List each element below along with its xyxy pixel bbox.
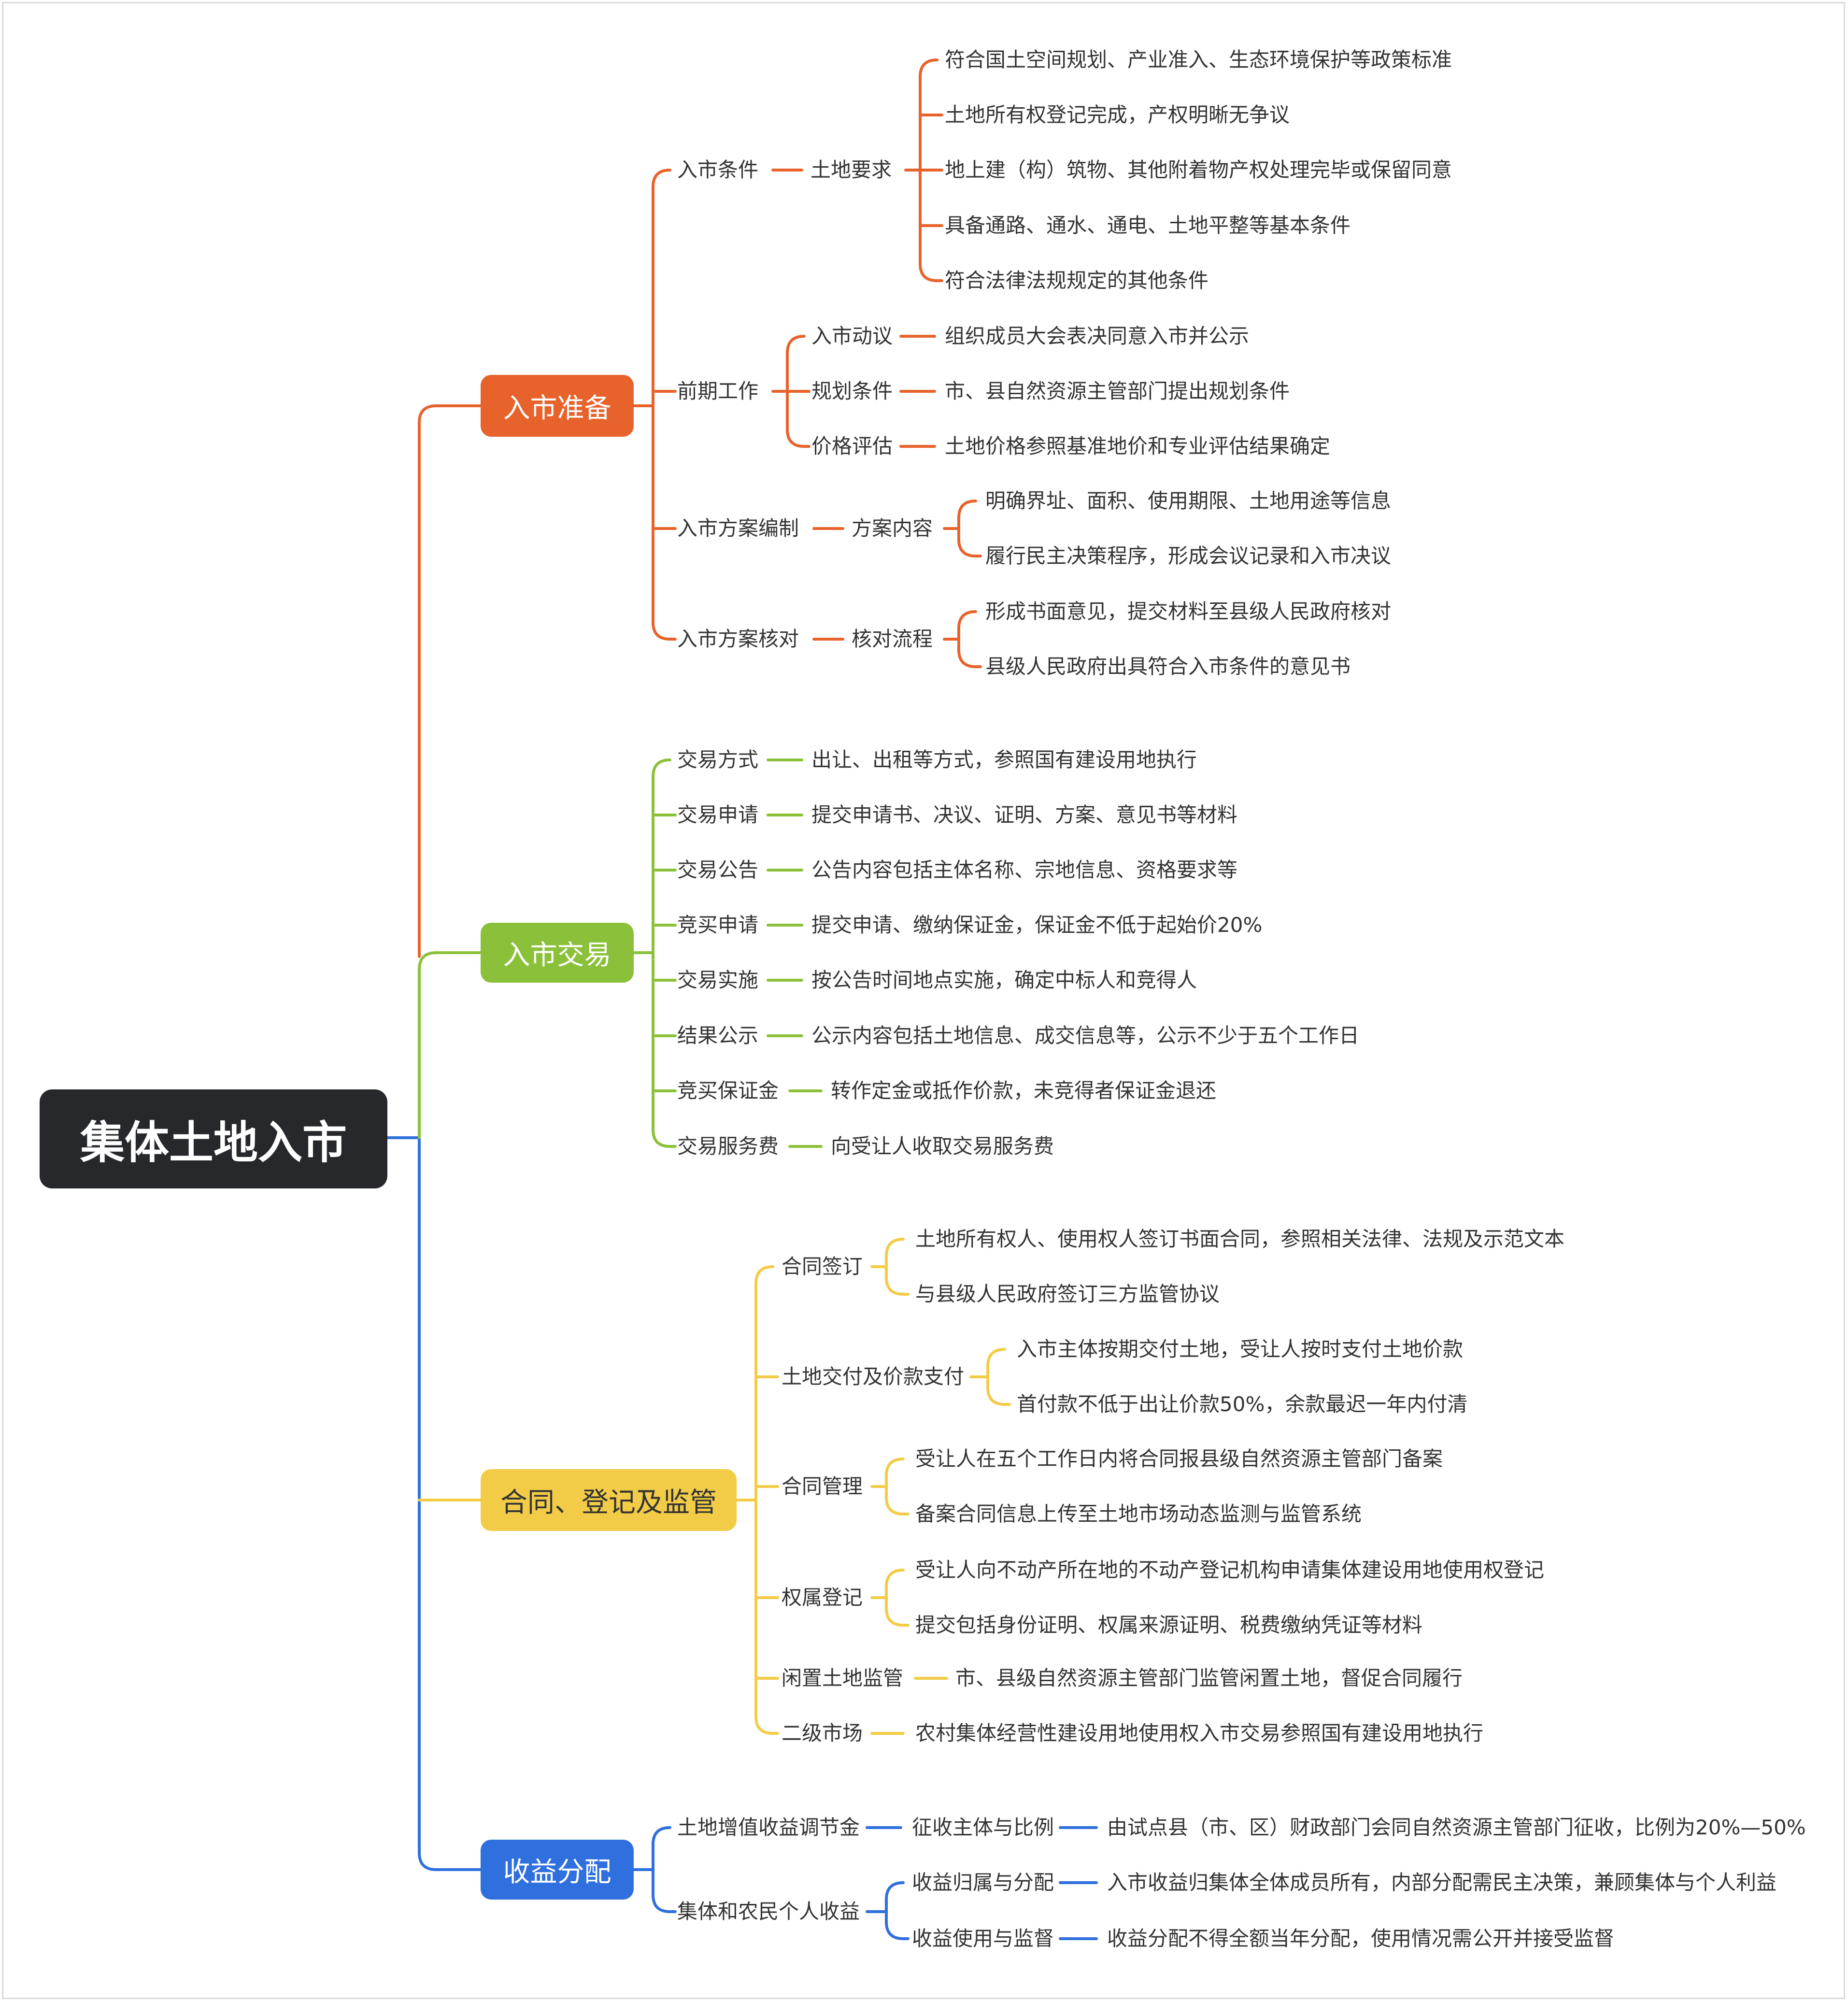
node-contract-signing[interactable]: 合同签订 — [782, 1255, 863, 1278]
leaf-delivery-payment-2[interactable]: 首付款不低于出让价款50%，余款最迟一年内付清 — [1017, 1392, 1468, 1416]
leaf-trade-application[interactable]: 提交申请书、决议、证明、方案、意见书等材料 — [811, 803, 1238, 827]
node-bid-deposit[interactable]: 竞买保证金 — [677, 1079, 779, 1102]
node-income-use-supervision[interactable]: 收益使用与监督 — [912, 1927, 1054, 1950]
leaf-contract-management-1[interactable]: 受让人在五个工作日内将合同报县级自然资源主管部门备案 — [915, 1447, 1443, 1471]
leaf-land-req-3[interactable]: 地上建（构）筑物、其他附着物产权处理完毕或保留同意 — [945, 158, 1452, 182]
node-income-ownership[interactable]: 收益归属与分配 — [912, 1871, 1054, 1894]
node-trade-announcement[interactable]: 交易公告 — [677, 858, 759, 882]
node-land-delivery-payment[interactable]: 土地交付及价款支付 — [782, 1365, 965, 1388]
contract-connectors — [735, 1238, 1011, 1735]
topic-income-distribution[interactable]: 收益分配 — [481, 1840, 634, 1900]
leaf-verification-2[interactable]: 县级人民政府出具符合入市条件的意见书 — [985, 655, 1351, 678]
topic-contract-registration-supervision[interactable]: 合同、登记及监管 — [481, 1469, 737, 1531]
node-plan-verification[interactable]: 入市方案核对 — [677, 627, 799, 651]
node-collection-subject-ratio[interactable]: 征收主体与比例 — [912, 1816, 1054, 1839]
prep-connectors — [632, 58, 982, 668]
node-plan-content[interactable]: 方案内容 — [852, 516, 933, 540]
root-connectors — [386, 1136, 482, 1871]
root-to-trade — [418, 951, 482, 1139]
leaf-delivery-payment-1[interactable]: 入市主体按期交付土地，受让人按时支付土地价款 — [1017, 1337, 1464, 1361]
leaf-secondary-market[interactable]: 农村集体经营性建设用地使用权入市交易参照国有建设用地执行 — [915, 1721, 1484, 1745]
node-entry-motion[interactable]: 入市动议 — [811, 324, 893, 348]
node-collective-farmer-income[interactable]: 集体和农民个人收益 — [677, 1900, 860, 1923]
topic-market-trading[interactable]: 入市交易 — [481, 923, 634, 983]
node-land-requirements[interactable]: 土地要求 — [810, 158, 892, 182]
leaf-plan-content-2[interactable]: 履行民主决策程序，形成会议记录和入市决议 — [985, 544, 1392, 568]
leaf-land-req-4[interactable]: 具备通路、通水、通电、土地平整等基本条件 — [945, 214, 1351, 237]
node-service-fee[interactable]: 交易服务费 — [677, 1134, 779, 1158]
leaf-entry-motion[interactable]: 组织成员大会表决同意入市并公示 — [945, 324, 1250, 348]
node-idle-land-supervision[interactable]: 闲置土地监管 — [782, 1666, 904, 1690]
node-secondary-market[interactable]: 二级市场 — [782, 1721, 863, 1745]
node-planning-conditions[interactable]: 规划条件 — [811, 379, 893, 403]
leaf-land-req-1[interactable]: 符合国土空间规划、产业准入、生态环境保护等政策标准 — [945, 48, 1452, 72]
leaf-plan-content-1[interactable]: 明确界址、面积、使用期限、土地用途等信息 — [985, 489, 1392, 513]
root-to-prep — [418, 404, 482, 958]
leaf-service-fee[interactable]: 向受让人收取交易服务费 — [831, 1134, 1054, 1158]
leaf-collection-subject-ratio[interactable]: 由试点县（市、区）财政部门会同自然资源主管部门征收，比例为20%—50% — [1107, 1816, 1806, 1839]
node-trade-implementation[interactable]: 交易实施 — [677, 968, 759, 992]
topic-market-preparation[interactable]: 入市准备 — [481, 375, 634, 437]
node-price-evaluation[interactable]: 价格评估 — [811, 434, 893, 458]
node-trade-method[interactable]: 交易方式 — [677, 748, 759, 772]
leaf-contract-signing-2[interactable]: 与县级人民政府签订三方监管协议 — [915, 1282, 1220, 1306]
leaf-contract-management-2[interactable]: 备案合同信息上传至土地市场动态监测与监管系统 — [915, 1502, 1362, 1526]
leaf-idle-land-supervision[interactable]: 市、县级自然资源主管部门监管闲置土地，督促合同履行 — [955, 1666, 1463, 1690]
node-contract-management[interactable]: 合同管理 — [782, 1474, 863, 1498]
node-verification-process[interactable]: 核对流程 — [852, 627, 933, 651]
node-bid-application[interactable]: 竞买申请 — [677, 913, 759, 937]
leaf-bid-deposit[interactable]: 转作定金或抵作价款，未竞得者保证金退还 — [831, 1079, 1217, 1102]
leaf-income-ownership[interactable]: 入市收益归集体全体成员所有，内部分配需民主决策，兼顾集体与个人利益 — [1107, 1871, 1777, 1894]
leaf-bid-application[interactable]: 提交申请、缴纳保证金，保证金不低于起始价20% — [811, 913, 1263, 937]
leaf-result-publicity[interactable]: 公示内容包括土地信息、成交信息等，公示不少于五个工作日 — [811, 1024, 1360, 1047]
node-preliminary-work[interactable]: 前期工作 — [677, 379, 759, 403]
trade-connectors — [632, 758, 823, 1148]
node-result-publicity[interactable]: 结果公示 — [677, 1024, 759, 1047]
node-trade-application[interactable]: 交易申请 — [677, 803, 759, 827]
node-plan-drafting[interactable]: 入市方案编制 — [677, 516, 799, 540]
node-value-added-fund[interactable]: 土地增值收益调节金 — [677, 1816, 860, 1839]
node-entry-conditions[interactable]: 入市条件 — [677, 158, 759, 182]
income-connectors — [632, 1826, 1098, 1940]
leaf-trade-method[interactable]: 出让、出租等方式，参照国有建设用地执行 — [811, 748, 1197, 772]
leaf-verification-1[interactable]: 形成书面意见，提交材料至县级人民政府核对 — [985, 600, 1392, 623]
leaf-trade-implementation[interactable]: 按公告时间地点实施，确定中标人和竞得人 — [811, 968, 1197, 992]
node-ownership-registration[interactable]: 权属登记 — [782, 1586, 863, 1609]
leaf-planning-conditions[interactable]: 市、县自然资源主管部门提出规划条件 — [945, 379, 1290, 403]
leaf-land-req-5[interactable]: 符合法律法规规定的其他条件 — [945, 269, 1209, 292]
leaf-land-req-2[interactable]: 土地所有权登记完成，产权明晰无争议 — [945, 103, 1290, 127]
root-node[interactable]: 集体土地入市 — [40, 1089, 387, 1188]
leaf-contract-signing-1[interactable]: 土地所有权人、使用权人签订书面合同，参照相关法律、法规及示范文本 — [915, 1227, 1565, 1251]
leaf-registration-2[interactable]: 提交包括身份证明、权属来源证明、税费缴纳凭证等材料 — [915, 1613, 1423, 1637]
leaf-income-use-supervision[interactable]: 收益分配不得全额当年分配，使用情况需公开并接受监督 — [1107, 1927, 1615, 1950]
leaf-trade-announcement[interactable]: 公告内容包括主体名称、宗地信息、资格要求等 — [811, 858, 1238, 882]
leaf-price-evaluation[interactable]: 土地价格参照基准地价和专业评估结果确定 — [945, 434, 1331, 458]
leaf-registration-1[interactable]: 受让人向不动产所在地的不动产登记机构申请集体建设用地使用权登记 — [915, 1558, 1545, 1582]
